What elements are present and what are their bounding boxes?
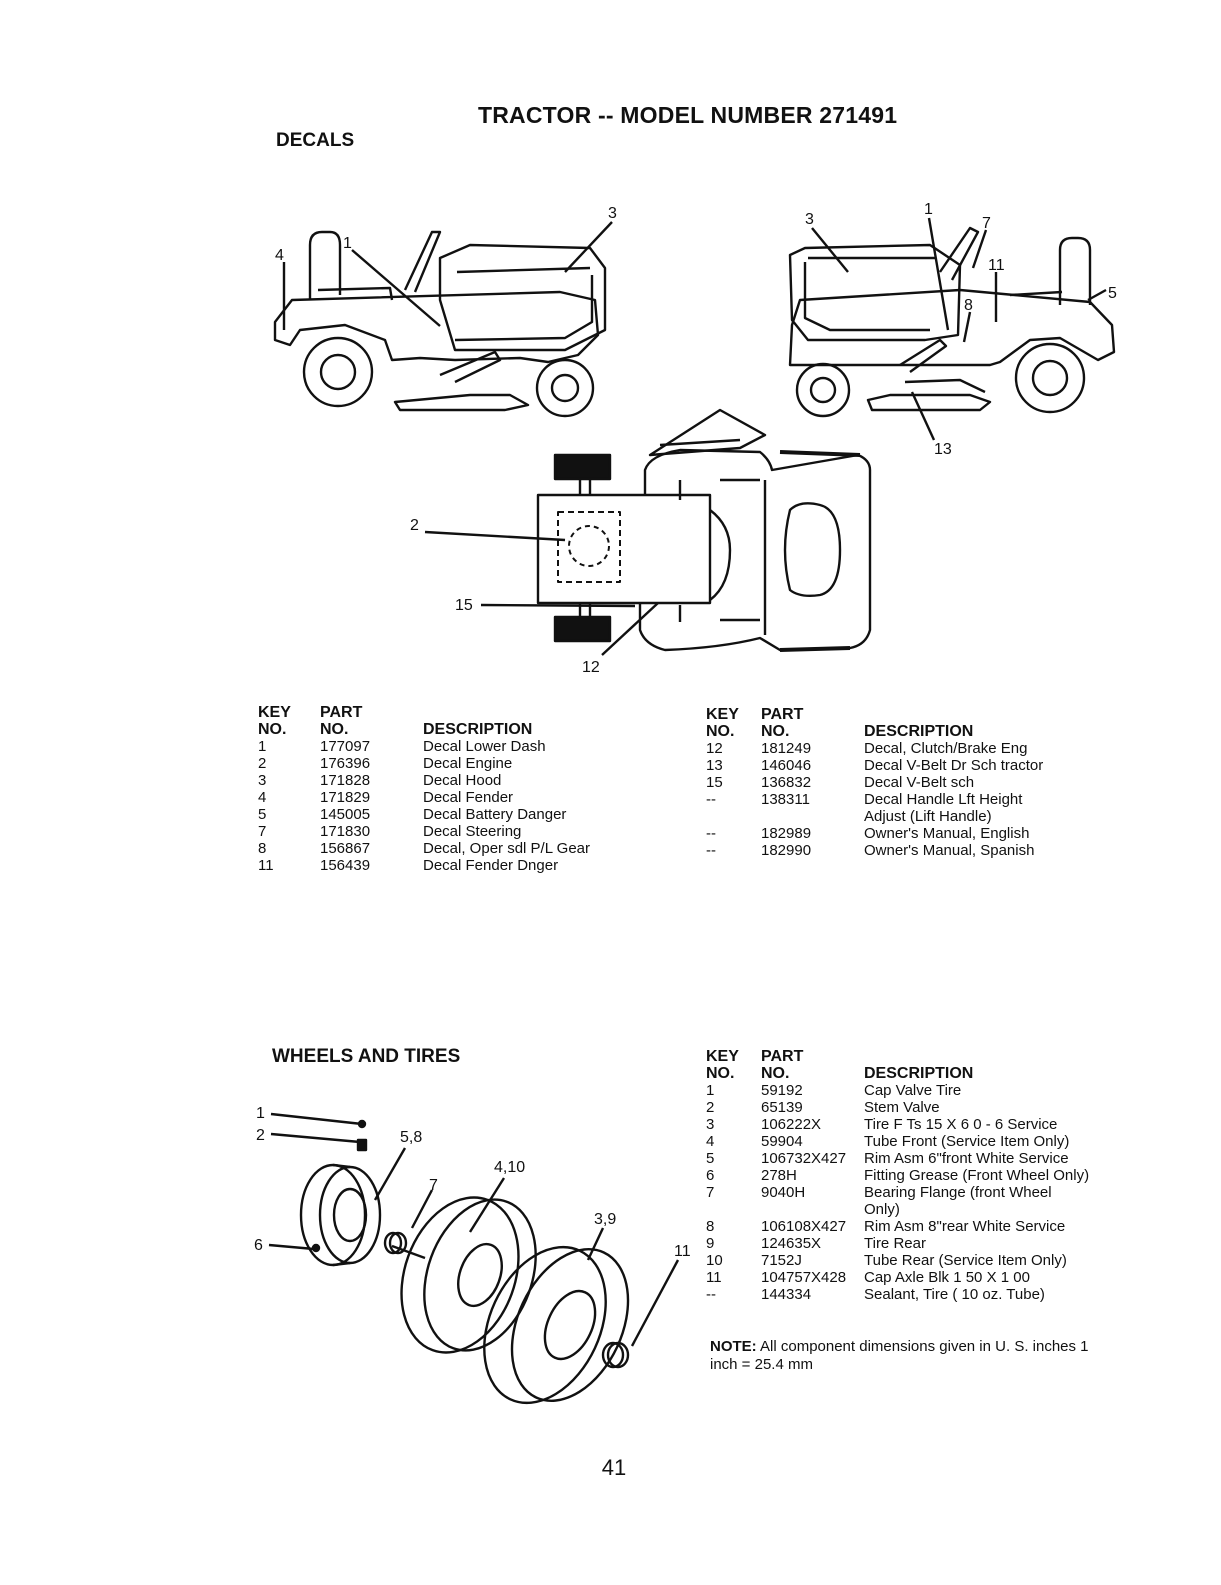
- col-description-header: DESCRIPTION: [423, 721, 533, 738]
- tractor-left-view: [273, 230, 607, 418]
- callout-wheel-6: 6: [254, 1237, 263, 1254]
- callout-wheel-5-8: 5,8: [400, 1129, 422, 1146]
- callout-decal-12: 12: [582, 659, 600, 676]
- callout-decal-1: 1: [924, 201, 933, 218]
- callout-decal-5: 5: [1108, 285, 1117, 302]
- callout-decal-8: 8: [964, 297, 973, 314]
- col-description-header: DESCRIPTION: [864, 1065, 974, 1082]
- dimension-note: NOTE: All component dimensions given in …: [710, 1338, 1110, 1374]
- table-row: Adjust (Lift Handle): [864, 808, 992, 825]
- callout-decal-1: 1: [343, 235, 352, 252]
- tractor-right-view: [788, 226, 1116, 418]
- page-title: TRACTOR -- MODEL NUMBER 271491: [478, 102, 898, 128]
- callout-decal-3: 3: [608, 205, 617, 222]
- callout-wheel-1: 1: [256, 1105, 265, 1122]
- callout-wheel-7: 7: [429, 1177, 438, 1194]
- col-description-header: DESCRIPTION: [864, 723, 974, 740]
- callout-decal-2: 2: [410, 517, 419, 534]
- table-row: Only): [864, 1201, 900, 1218]
- wheels-section-label: WHEELS AND TIRES: [272, 1046, 461, 1067]
- callout-decal-11: 11: [988, 257, 1005, 274]
- wheels-exploded-view: [299, 1119, 630, 1405]
- callout-decal-7: 7: [982, 215, 991, 232]
- callout-wheel-11: 11: [674, 1243, 691, 1260]
- tractor-top-view: [536, 408, 872, 652]
- callout-decal-3: 3: [805, 211, 814, 228]
- callout-wheel-4-10: 4,10: [494, 1159, 525, 1176]
- note-text: All component dimensions given in U. S. …: [710, 1338, 1089, 1373]
- page-number: 41: [601, 1455, 627, 1480]
- decals-section-label: DECALS: [276, 130, 355, 151]
- callout-decal-13: 13: [934, 441, 952, 458]
- callout-wheel-2: 2: [256, 1127, 265, 1144]
- callout-wheel-3-9: 3,9: [594, 1211, 616, 1228]
- callout-decal-15: 15: [455, 597, 473, 614]
- note-label: NOTE:: [710, 1338, 757, 1355]
- callout-decal-4: 4: [275, 247, 284, 264]
